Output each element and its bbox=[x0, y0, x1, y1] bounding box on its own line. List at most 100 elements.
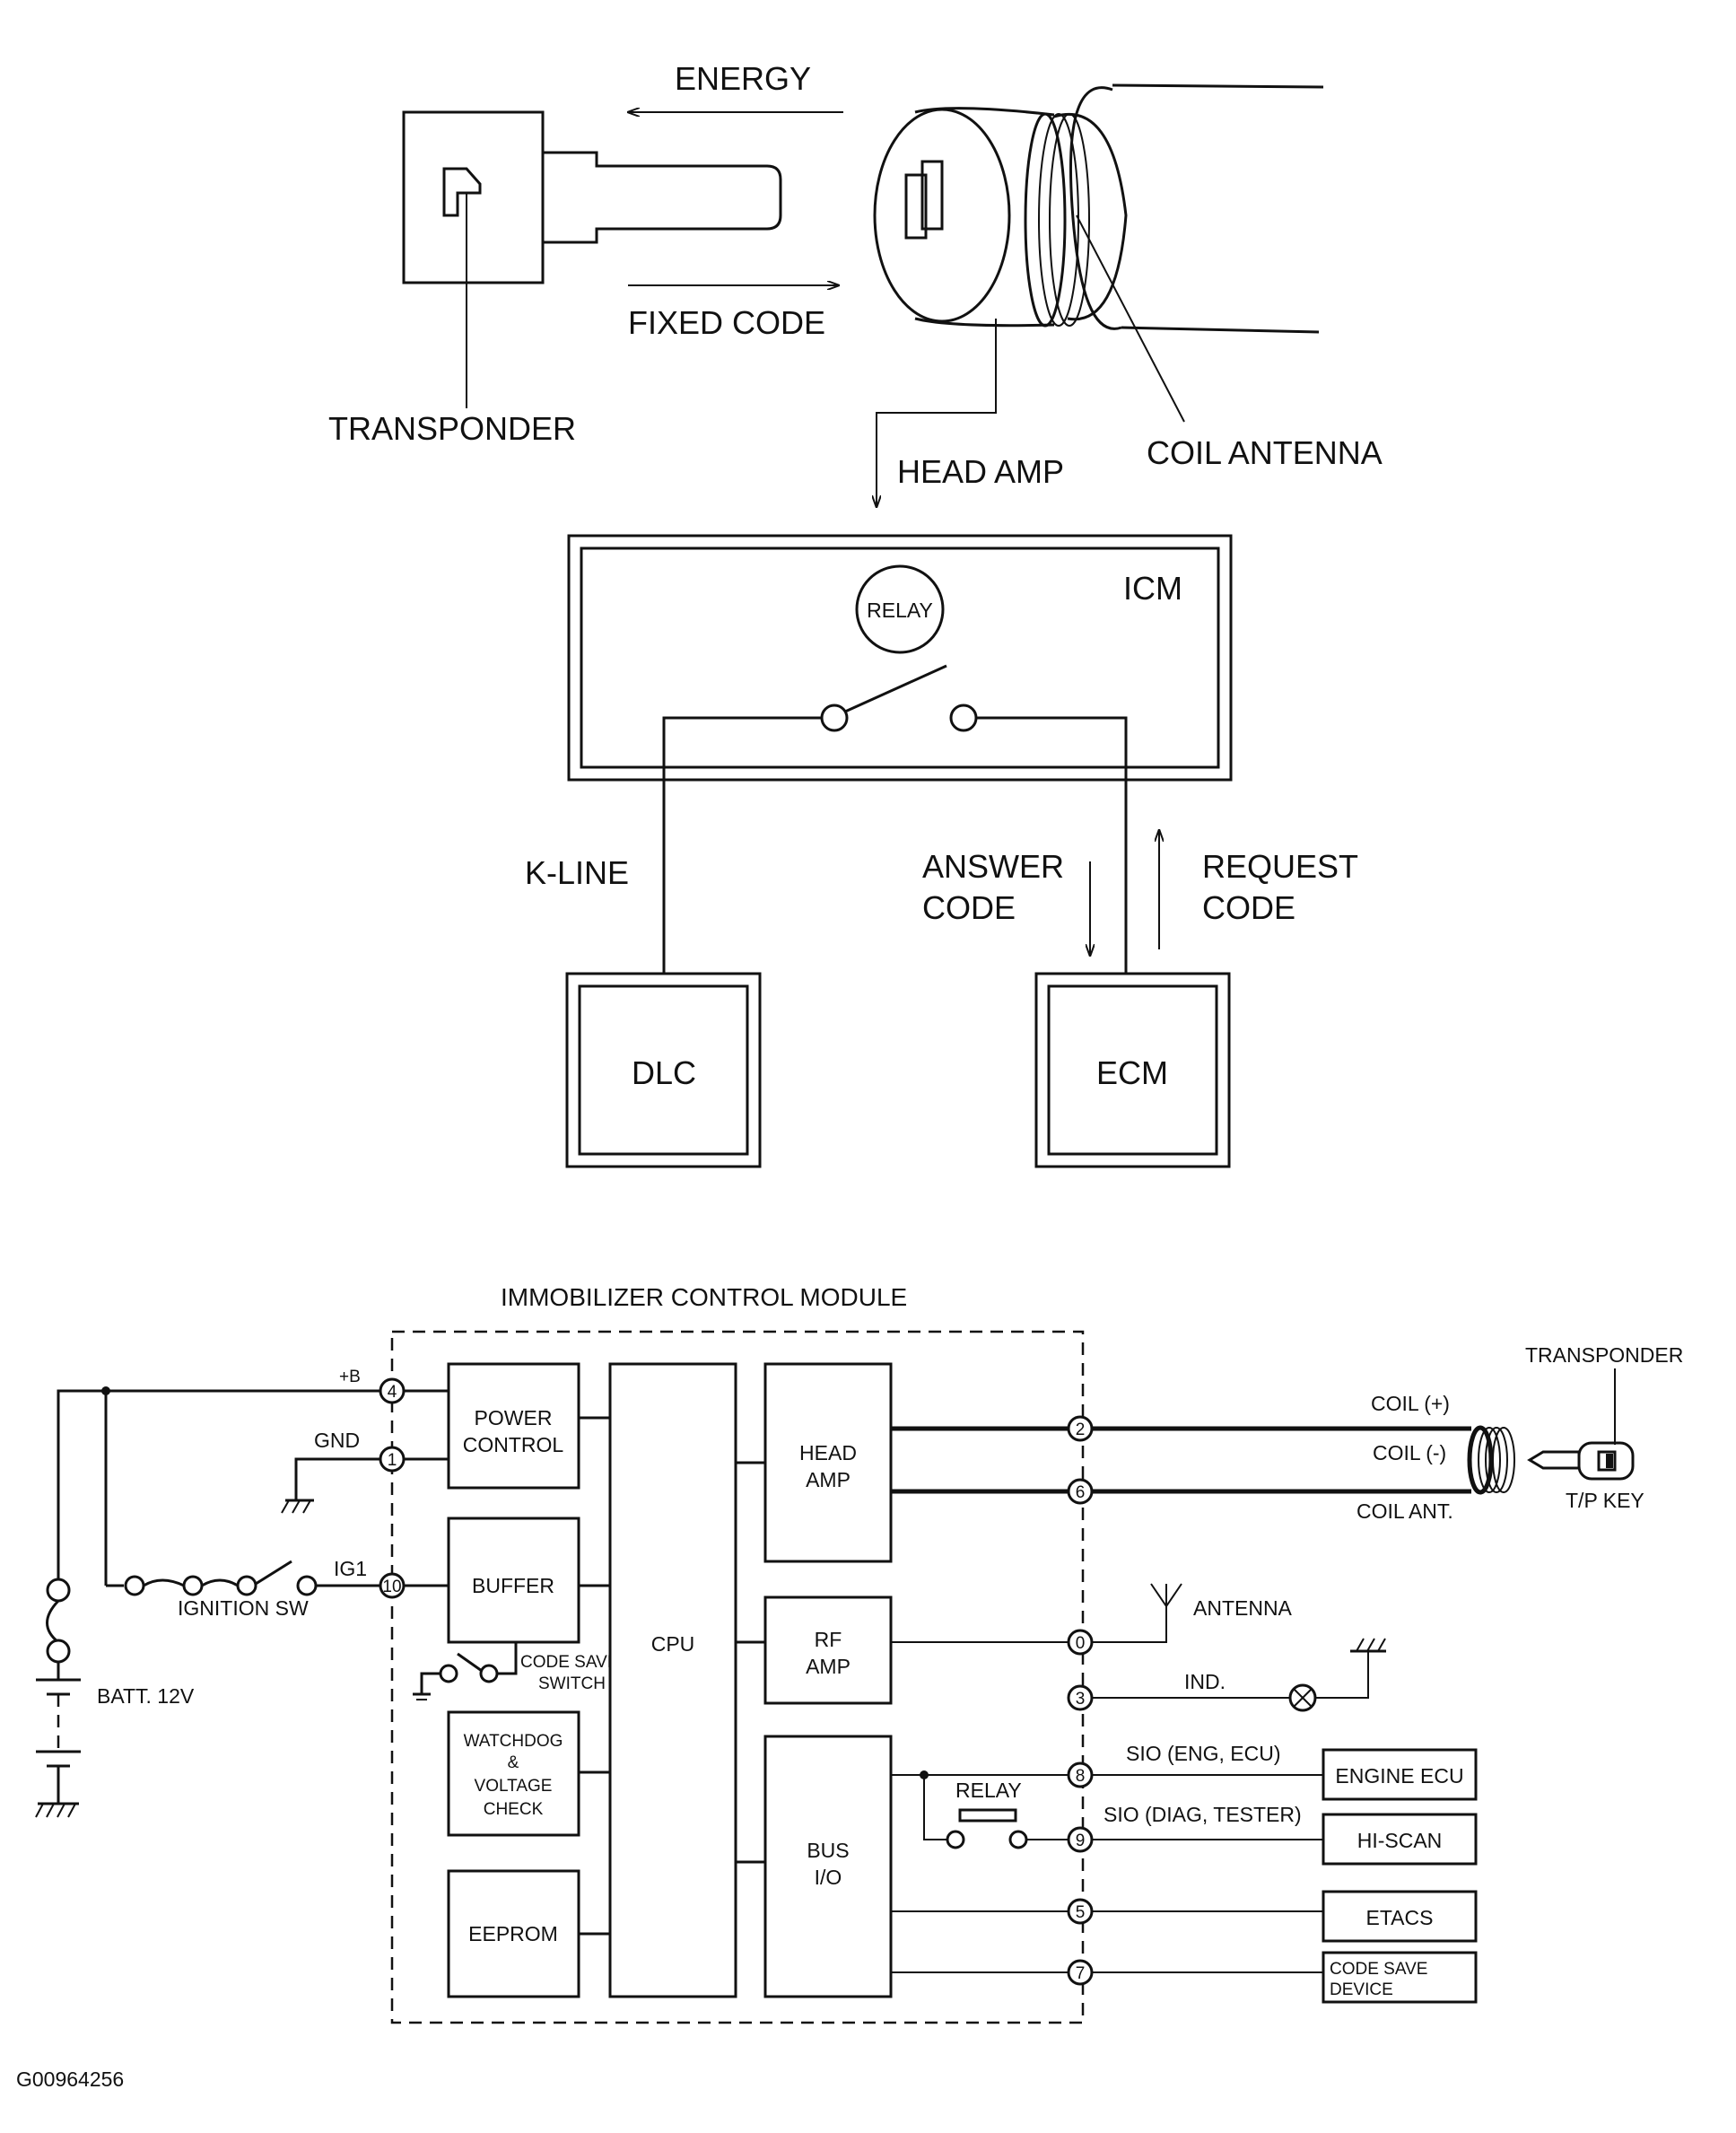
fuse-terminal-top bbox=[46, 1578, 71, 1603]
pin-10: 10 bbox=[379, 1572, 406, 1599]
ignition-sw-label: IGNITION SW bbox=[178, 1596, 309, 1620]
head-amp-label-2: AMP bbox=[806, 1468, 851, 1491]
request-label-1: REQUEST bbox=[1202, 848, 1358, 885]
buffer-label: BUFFER bbox=[472, 1574, 554, 1597]
coil-ant-label: COIL ANT. bbox=[1357, 1499, 1453, 1523]
hi-scan-box bbox=[1322, 1813, 1478, 1866]
ig1-label: IG1 bbox=[334, 1557, 367, 1580]
svg-text:6: 6 bbox=[1076, 1483, 1086, 1502]
power-control-label-1: POWER bbox=[475, 1406, 553, 1429]
pin-0: 0 bbox=[1067, 1629, 1094, 1656]
cpu-label: CPU bbox=[651, 1632, 695, 1656]
ignition-cylinder bbox=[873, 83, 1324, 334]
antenna-label: ANTENNA bbox=[1193, 1596, 1293, 1620]
eeprom-block bbox=[447, 1869, 580, 1998]
head-amp-label-1: HEAD bbox=[799, 1441, 857, 1464]
fuse-terminal-bottom bbox=[46, 1639, 71, 1664]
code-save-switch-label-2: SWITCH bbox=[538, 1674, 606, 1693]
gnd-label: GND bbox=[314, 1429, 360, 1452]
ignition-switch bbox=[124, 1560, 381, 1596]
battery-wire bbox=[57, 1389, 106, 1579]
coil-minus-label: COIL (-) bbox=[1373, 1441, 1446, 1464]
svg-text:1: 1 bbox=[388, 1451, 397, 1470]
relay-contact-right bbox=[949, 704, 978, 732]
request-label-2: CODE bbox=[1202, 889, 1295, 926]
k-line-wire bbox=[662, 716, 822, 974]
antenna-wire bbox=[1093, 1588, 1167, 1643]
relay-coil bbox=[855, 564, 945, 654]
dlc-label: DLC bbox=[632, 1054, 696, 1091]
icm-box-inner bbox=[580, 546, 1220, 769]
relay-bar bbox=[958, 1808, 1017, 1823]
bus-io-label-2: I/O bbox=[815, 1866, 842, 1889]
etacs-box bbox=[1322, 1890, 1478, 1943]
antenna-icon bbox=[1150, 1583, 1182, 1608]
eeprom-label: EEPROM bbox=[468, 1922, 558, 1945]
pin-6: 6 bbox=[1067, 1478, 1094, 1505]
ecm-label: ECM bbox=[1096, 1054, 1168, 1091]
coil-plus-label: COIL (+) bbox=[1371, 1392, 1450, 1415]
energy-label: ENERGY bbox=[675, 60, 811, 97]
fixed-code-label: FIXED CODE bbox=[628, 304, 825, 341]
svg-text:0: 0 bbox=[1076, 1634, 1086, 1653]
code-save-device-label-1: CODE SAVE bbox=[1330, 1960, 1427, 1979]
relay-switch-arm bbox=[844, 664, 947, 713]
answer-label-1: ANSWER bbox=[922, 848, 1064, 885]
sio-diag-label: SIO (DIAG, TESTER) bbox=[1104, 1803, 1302, 1826]
key-slot bbox=[904, 173, 928, 240]
buffer-block bbox=[447, 1517, 580, 1644]
ind-label: IND. bbox=[1184, 1670, 1226, 1693]
pin-1: 1 bbox=[379, 1446, 406, 1473]
k-line-label: K-LINE bbox=[525, 854, 629, 891]
gnd-wire bbox=[294, 1457, 381, 1500]
rf-amp-label-1: RF bbox=[815, 1628, 842, 1651]
svg-text:7: 7 bbox=[1076, 1964, 1086, 1983]
bus-io-block bbox=[763, 1735, 893, 1998]
hi-scan-label: HI-SCAN bbox=[1357, 1829, 1443, 1852]
watchdog-label-3: VOLTAGE bbox=[475, 1777, 553, 1796]
batt-label: BATT. 12V bbox=[97, 1684, 195, 1708]
head-amp-block bbox=[763, 1362, 893, 1563]
relay-label-2: RELAY bbox=[955, 1779, 1022, 1802]
ecm-wire bbox=[976, 716, 1128, 974]
code-save-device-box bbox=[1322, 1951, 1478, 2004]
svg-text:5: 5 bbox=[1076, 1903, 1086, 1922]
dlc-box bbox=[565, 972, 762, 1168]
key-blade bbox=[543, 151, 782, 244]
power-control-label-2: CONTROL bbox=[463, 1433, 564, 1456]
relay-contact-left bbox=[820, 704, 849, 732]
svg-text:10: 10 bbox=[382, 1578, 401, 1596]
tp-key-label: T/P KEY bbox=[1566, 1489, 1644, 1512]
icm-label: ICM bbox=[1123, 570, 1182, 607]
pin-8: 8 bbox=[1067, 1761, 1094, 1788]
pin-7: 7 bbox=[1067, 1959, 1094, 1986]
sio-eng-label: SIO (ENG, ECU) bbox=[1126, 1742, 1281, 1765]
engine-ecu-label: ENGINE ECU bbox=[1335, 1764, 1463, 1788]
svg-text:2: 2 bbox=[1076, 1421, 1086, 1439]
transponder-label: TRANSPONDER bbox=[328, 410, 576, 447]
cpu-block bbox=[608, 1362, 737, 1998]
key-transponder-diagram: TRANSPONDER ENERGY FIXED CODE COIL ANTEN… bbox=[328, 60, 1383, 1168]
etacs-label: ETACS bbox=[1366, 1906, 1434, 1929]
answer-label-2: CODE bbox=[922, 889, 1016, 926]
plus-b-label: +B bbox=[339, 1368, 361, 1386]
transponder-label-2: TRANSPONDER bbox=[1525, 1343, 1683, 1367]
transponder-chip bbox=[442, 167, 482, 217]
code-save-switch-label-1: CODE SAVE bbox=[520, 1653, 618, 1672]
watchdog-label-2: & bbox=[508, 1753, 519, 1772]
figure-id: G00964256 bbox=[16, 2067, 124, 2091]
pin-5: 5 bbox=[1067, 1898, 1094, 1925]
pin-4: 4 bbox=[379, 1377, 406, 1404]
rf-amp-label-2: AMP bbox=[806, 1655, 851, 1678]
head-amp-arrow bbox=[877, 319, 997, 507]
schematic-title: IMMOBILIZER CONTROL MODULE bbox=[501, 1283, 907, 1311]
fuse bbox=[46, 1599, 60, 1644]
svg-text:3: 3 bbox=[1076, 1690, 1086, 1709]
head-amp-label: HEAD AMP bbox=[897, 453, 1064, 490]
watchdog-label-1: WATCHDOG bbox=[464, 1732, 563, 1751]
relay-contact-a bbox=[946, 1830, 965, 1849]
svg-text:4: 4 bbox=[388, 1383, 397, 1402]
pin-2: 2 bbox=[1067, 1415, 1094, 1442]
icm-boundary bbox=[390, 1330, 1085, 2024]
